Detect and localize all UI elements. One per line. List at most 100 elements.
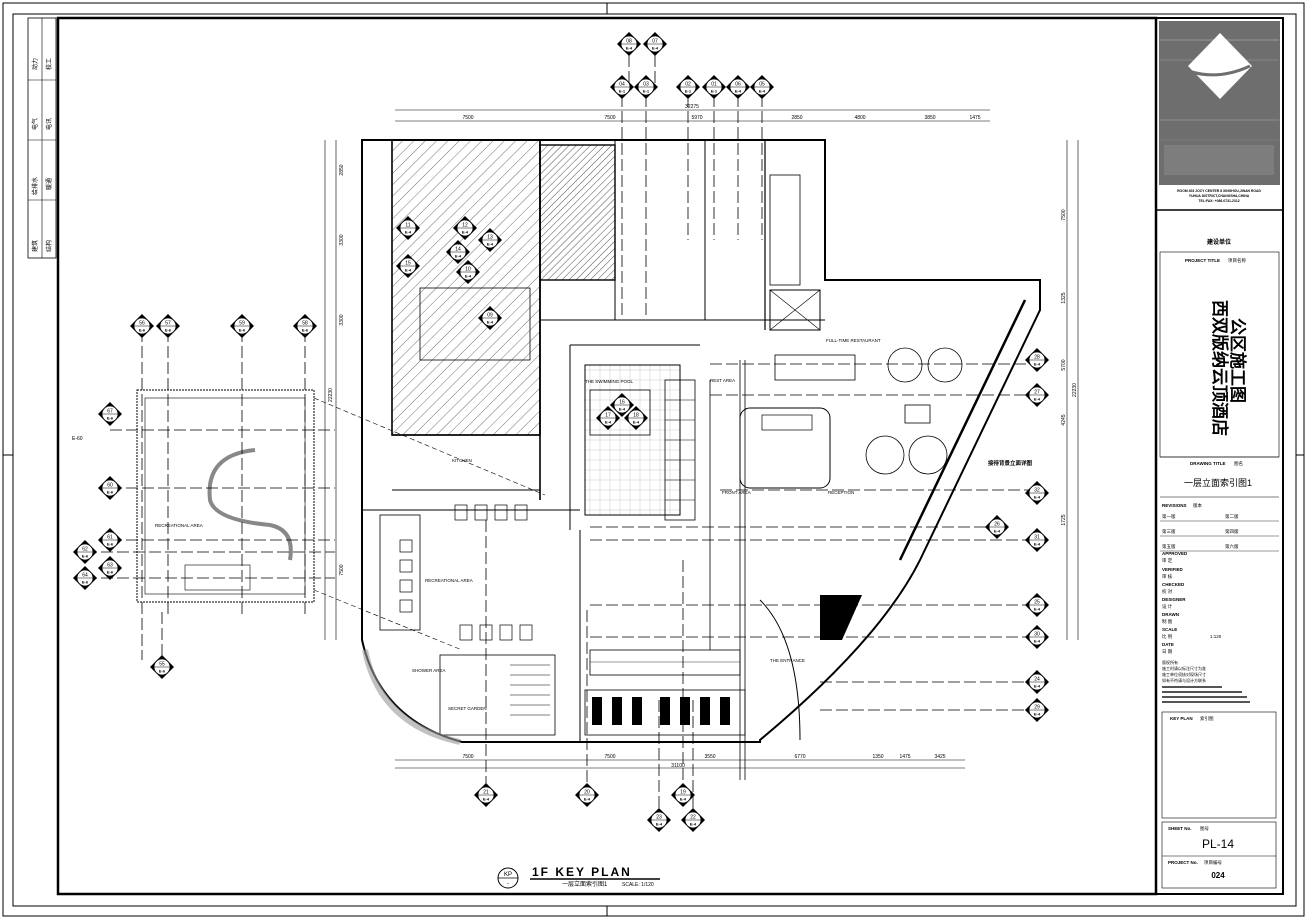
dim-value: 7500	[339, 564, 345, 575]
dim-value: 3300	[339, 314, 345, 325]
verified-label: VERIFIED	[1162, 567, 1184, 572]
tag-number: 10	[465, 267, 471, 273]
project-title-label: PROJECT TITLE	[1185, 258, 1220, 263]
index-tag: 18E-4	[624, 406, 648, 430]
dim-value: 1475	[969, 115, 980, 121]
tag-number: 30	[1034, 632, 1040, 638]
area-label: FULL-TIME RESTAURANT	[826, 338, 881, 343]
tag-sheet-ref: E-1	[685, 89, 692, 94]
tag-number: 21	[483, 790, 489, 796]
project-name-line1: 西双版纳云顶酒店	[1210, 300, 1230, 436]
elevation-note: 接待背景立面详图	[988, 459, 1033, 467]
index-tag: 19E-4	[671, 783, 695, 807]
dim-value: 2850	[339, 164, 345, 175]
tag-number: 28	[1034, 355, 1040, 361]
tag-sheet-ref: E-4	[759, 89, 766, 94]
area-label: THE SWIMMING POOL	[585, 379, 633, 384]
scale-label: SCALE	[1162, 627, 1177, 632]
tag-sheet-ref: E-6	[159, 669, 166, 674]
tag-sheet-ref: E-4	[455, 254, 462, 259]
sheet-no-value: PL-14	[1202, 837, 1234, 851]
area-labels: THE SWIMMING POOL REST AREA KITCHEN RECR…	[72, 338, 1033, 711]
tag-sheet-ref: E-4	[690, 822, 697, 827]
tag-number: 24	[1034, 677, 1040, 683]
strip-label: 暖通	[45, 178, 53, 190]
strip-label: 电气	[31, 118, 39, 130]
index-tag: 59E-6	[230, 314, 254, 338]
tag-sheet-ref: E-4	[1034, 397, 1041, 402]
revisions-label: REVISIONS	[1162, 503, 1187, 508]
tag-number: 09	[487, 313, 493, 319]
company-address-line: TEL:FAX: +086-0731-2312	[1198, 199, 1239, 203]
strip-label: 校工	[45, 58, 53, 70]
index-tag: 12E-4	[453, 216, 477, 240]
tag-number: 22	[690, 815, 696, 821]
dim-value: 3300	[339, 234, 345, 245]
dim-value: 4245	[1061, 414, 1067, 425]
dim-value: 6770	[794, 754, 805, 760]
tag-sheet-ref: E-4	[1034, 639, 1041, 644]
index-tag: 08E-4	[617, 32, 641, 56]
dim-value: 1325	[1061, 292, 1067, 303]
section-lines	[85, 55, 1035, 820]
index-tag: 07E-4	[643, 32, 667, 56]
floor-plan	[136, 109, 1079, 780]
area-label: KITCHEN	[452, 458, 472, 463]
scale-cn: 比 例	[1162, 633, 1173, 640]
tag-number: 20	[584, 790, 590, 796]
project-no-label: PROJECT No.	[1168, 860, 1198, 865]
tag-sheet-ref: E-6	[302, 328, 309, 333]
index-tag: 05E-4	[750, 75, 774, 99]
index-tag: 10E-4	[456, 260, 480, 284]
tag-sheet-ref: E-1	[619, 89, 626, 94]
verified-cn: 审 核	[1162, 573, 1173, 580]
tag-number: 03	[643, 82, 649, 88]
drawn-label: DRAWN	[1162, 612, 1179, 617]
tag-number: 18	[633, 413, 639, 419]
index-tag: 58E-6	[293, 314, 317, 338]
kp-tag: KP	[504, 872, 512, 878]
tag-sheet-ref: E-6	[107, 570, 114, 575]
area-label: FRONT AREA	[722, 490, 751, 495]
tag-sheet-ref: E-4	[405, 230, 412, 235]
strip-label: 结构	[45, 240, 53, 252]
index-tag: 17E-4	[596, 406, 620, 430]
index-tag: 20E-4	[575, 783, 599, 807]
tag-number: 59	[239, 321, 245, 327]
index-tag: 16E-4	[610, 393, 634, 417]
revision-item: 第三版	[1162, 528, 1176, 535]
index-tag: 60E-6	[98, 476, 122, 500]
tag-number: 31	[1034, 535, 1040, 541]
tag-number: 58	[302, 321, 308, 327]
tag-sheet-ref: E-4	[626, 46, 633, 51]
tag-number: 16	[619, 400, 625, 406]
tag-sheet-ref: E-4	[735, 89, 742, 94]
index-tag: 23E-4	[647, 808, 671, 832]
dim-value: 22230	[1072, 383, 1078, 397]
index-tag: 15E-4	[396, 254, 420, 278]
sheet-title-cn: 一层立面索引图1	[562, 880, 608, 888]
tag-sheet-ref: E-4	[483, 797, 490, 802]
tag-number: 14	[455, 247, 461, 253]
tag-number: 57	[165, 321, 171, 327]
tag-sheet-ref: E-4	[994, 529, 1001, 534]
tag-sheet-ref: E-4	[1034, 712, 1041, 717]
index-tag: 01E-1	[702, 75, 726, 99]
tag-number: 60	[107, 483, 113, 489]
tag-sheet-ref: E-4	[633, 420, 640, 425]
dim-value: 3850	[924, 115, 935, 121]
index-tag: 28E-4	[1025, 348, 1049, 372]
logo-diamond-icon	[1188, 33, 1252, 99]
index-tag: 25E-4	[1025, 593, 1049, 617]
index-tag: 67E-6	[98, 402, 122, 426]
tag-number: 08	[626, 39, 632, 45]
title-block: ROOM 403 JOCY CENTER 8 XINGHOU,JINAN ROA…	[1155, 17, 1284, 895]
area-label: RECEPTION	[828, 490, 854, 495]
tag-number: 04	[619, 82, 625, 88]
tag-number: 29	[1034, 705, 1040, 711]
date-label: DATE	[1162, 642, 1174, 647]
dim-value: 7500	[462, 115, 473, 121]
tag-number: 63	[107, 563, 113, 569]
company-address-line: YUHUA DISTRICT,CHANGSHA,CHINA	[1189, 194, 1250, 198]
